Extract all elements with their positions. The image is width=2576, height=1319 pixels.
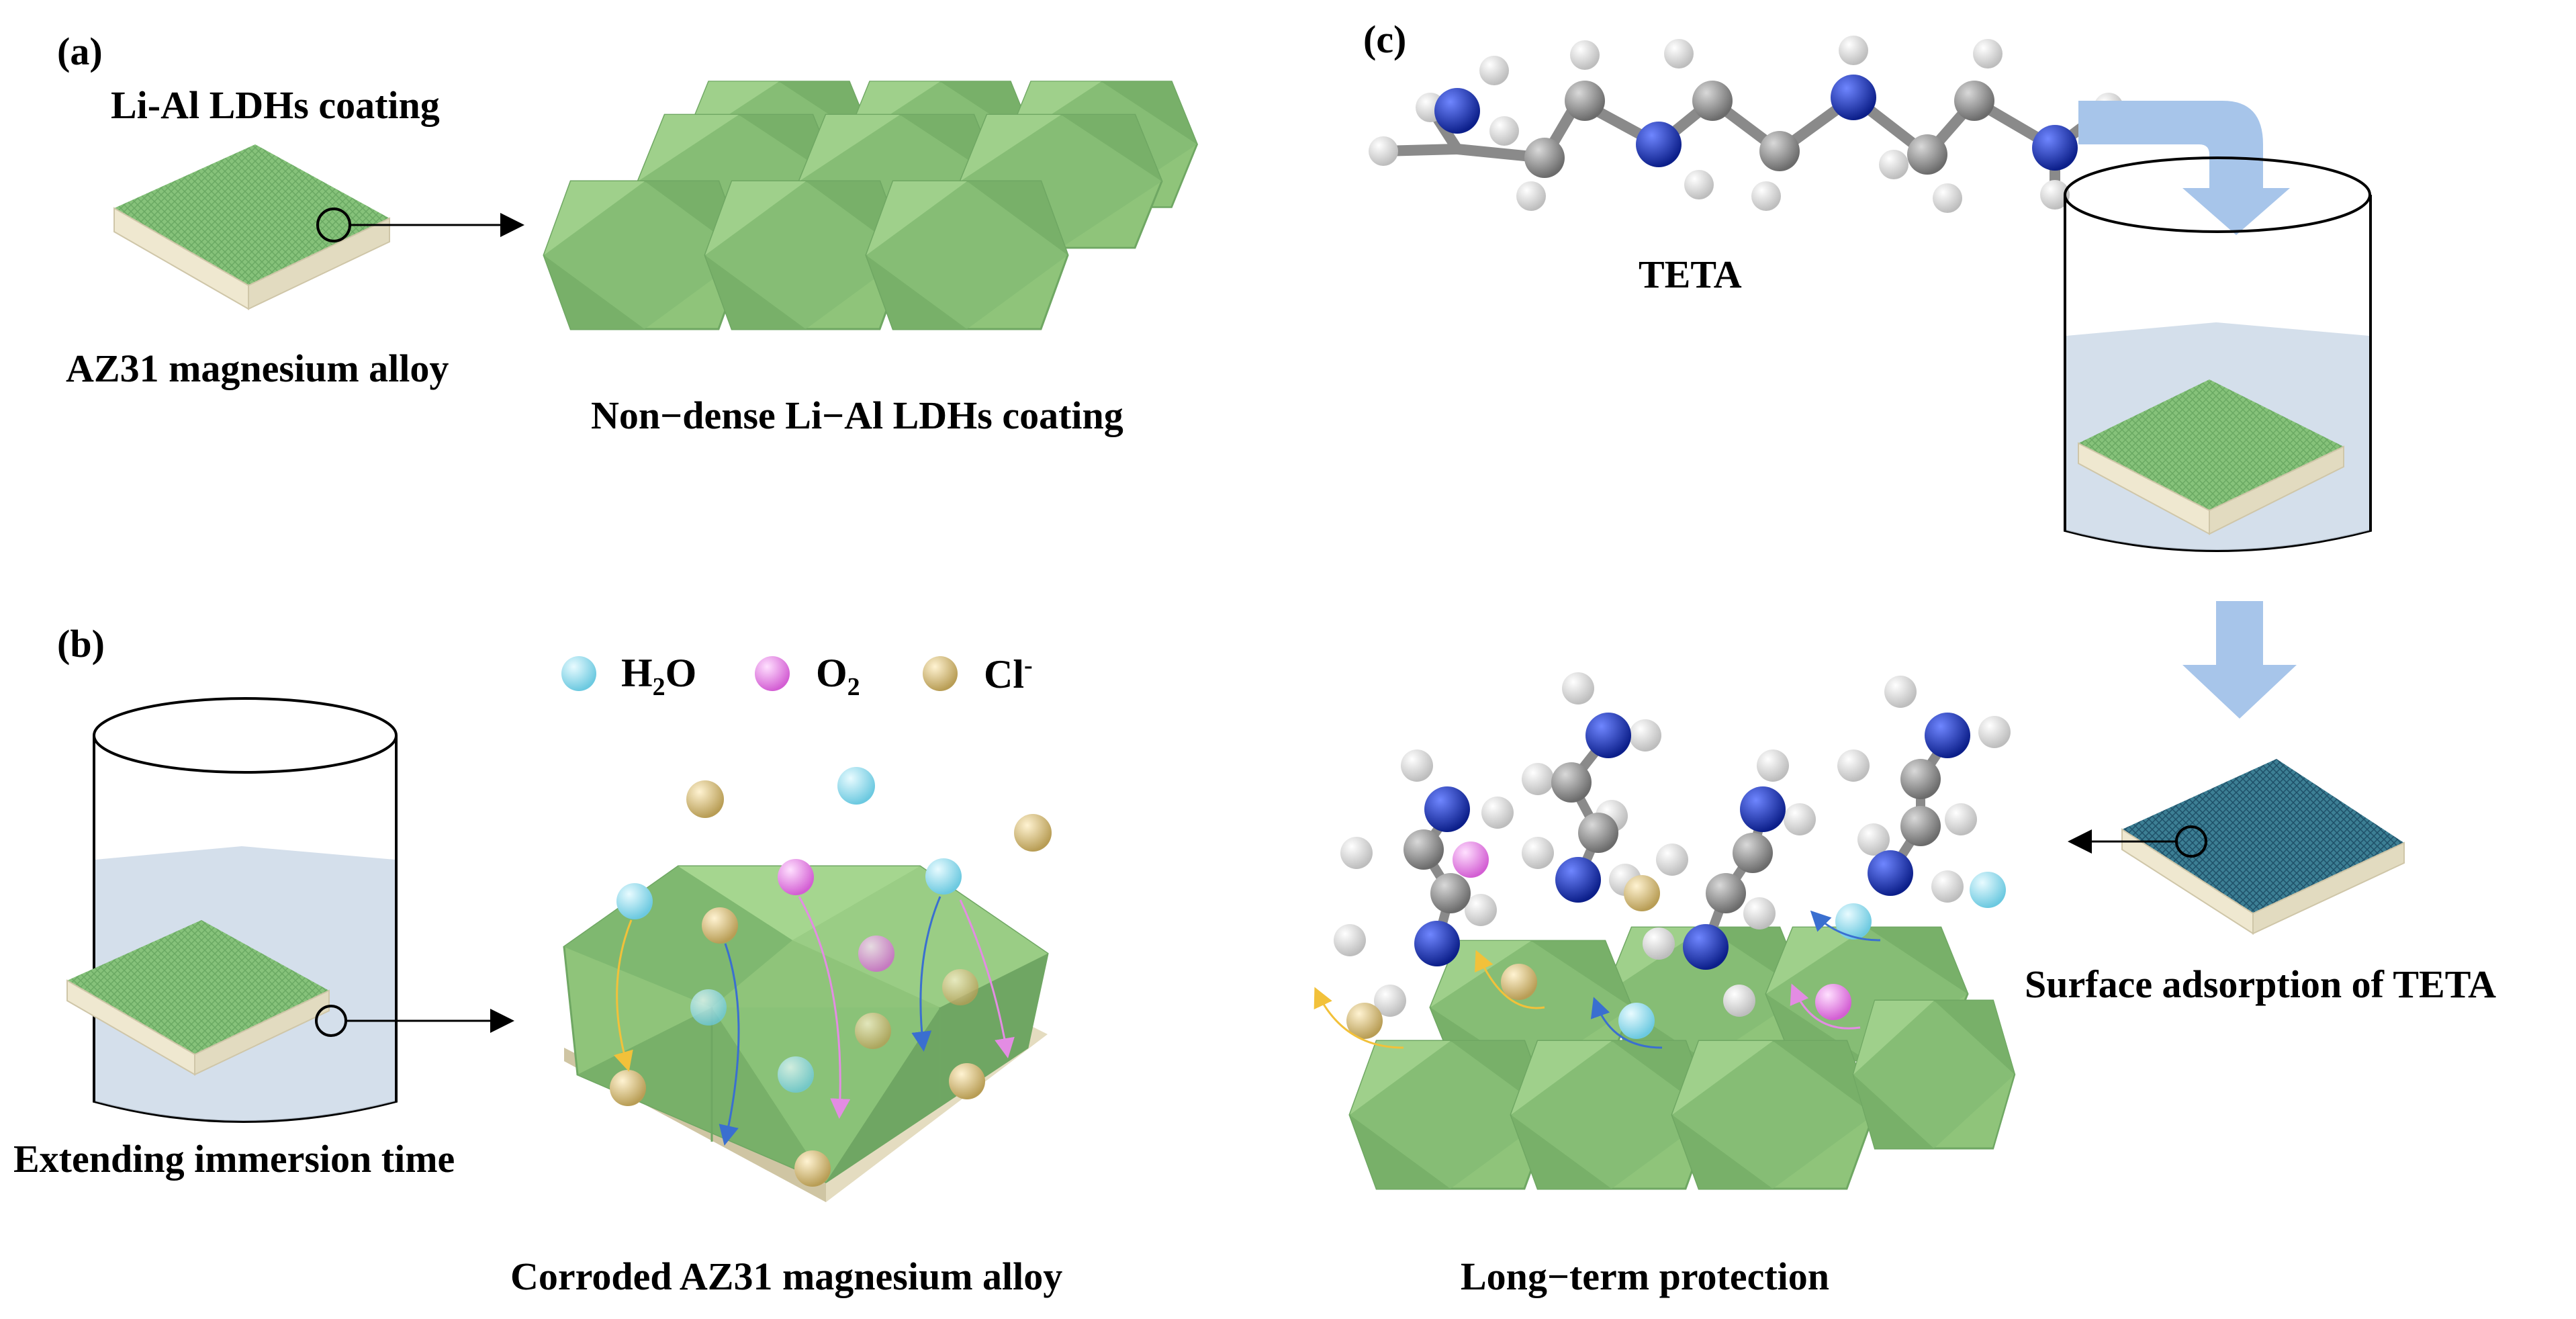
panel-a-label: (a) bbox=[57, 30, 103, 73]
ion-cl bbox=[1014, 814, 1052, 852]
teta-molecule bbox=[1378, 92, 2114, 200]
legend-oxygen-label: O2 bbox=[816, 651, 860, 701]
ion-water bbox=[1618, 1003, 1655, 1039]
ion-water bbox=[1835, 903, 1872, 940]
coated-plate-a bbox=[113, 144, 390, 310]
protection-label: Long−term protection bbox=[1461, 1255, 1830, 1298]
panel-b-label: (b) bbox=[57, 622, 105, 666]
ion-cl bbox=[686, 780, 724, 818]
panel-c bbox=[1314, 36, 2405, 1190]
ion-water bbox=[837, 767, 875, 805]
immersion-label: Extending immersion time bbox=[13, 1137, 455, 1181]
legend-chloride-icon bbox=[923, 656, 958, 691]
coating-label: Li-Al LDHs coating bbox=[111, 83, 440, 127]
beaker-c bbox=[2064, 156, 2372, 552]
panel-b bbox=[66, 656, 1052, 1202]
teta-plate bbox=[2121, 759, 2405, 935]
legend-chloride-label: Cl- bbox=[984, 651, 1033, 696]
ion-cl bbox=[1624, 875, 1660, 911]
coated-plate-c bbox=[2078, 379, 2344, 535]
corroded-label: Corroded AZ31 magnesium alloy bbox=[510, 1255, 1063, 1298]
ion-cl bbox=[1346, 1003, 1383, 1039]
panel-c-label: (c) bbox=[1363, 17, 1407, 61]
teta-atoms bbox=[1369, 36, 2123, 213]
corroded-block bbox=[563, 858, 1049, 1202]
ion-oxygen bbox=[1453, 842, 1489, 878]
ion-oxygen bbox=[1815, 984, 1851, 1020]
teta-label: TETA bbox=[1639, 253, 1742, 296]
panel-a bbox=[113, 81, 1198, 330]
legend-water-label: H2O bbox=[621, 651, 697, 701]
flow-arrow-down bbox=[2182, 601, 2297, 719]
substrate-label: AZ31 magnesium alloy bbox=[66, 347, 449, 390]
coated-plate-b bbox=[66, 920, 330, 1076]
beaker-b bbox=[66, 697, 398, 1123]
protected-block bbox=[1348, 926, 2016, 1190]
flow-arrow-curve bbox=[2078, 101, 2290, 235]
ion-cl bbox=[1501, 964, 1537, 1000]
ldh-blocks-a bbox=[543, 81, 1198, 330]
ion-water bbox=[1970, 872, 2006, 908]
adsorbed-teta-atoms bbox=[1334, 672, 2011, 1017]
adsorption-label: Surface adsorption of TETA bbox=[2025, 962, 2496, 1006]
legend-oxygen-icon bbox=[755, 656, 790, 691]
detail-label: Non−dense Li−Al LDHs coating bbox=[591, 394, 1123, 437]
legend-water-icon bbox=[561, 656, 596, 691]
